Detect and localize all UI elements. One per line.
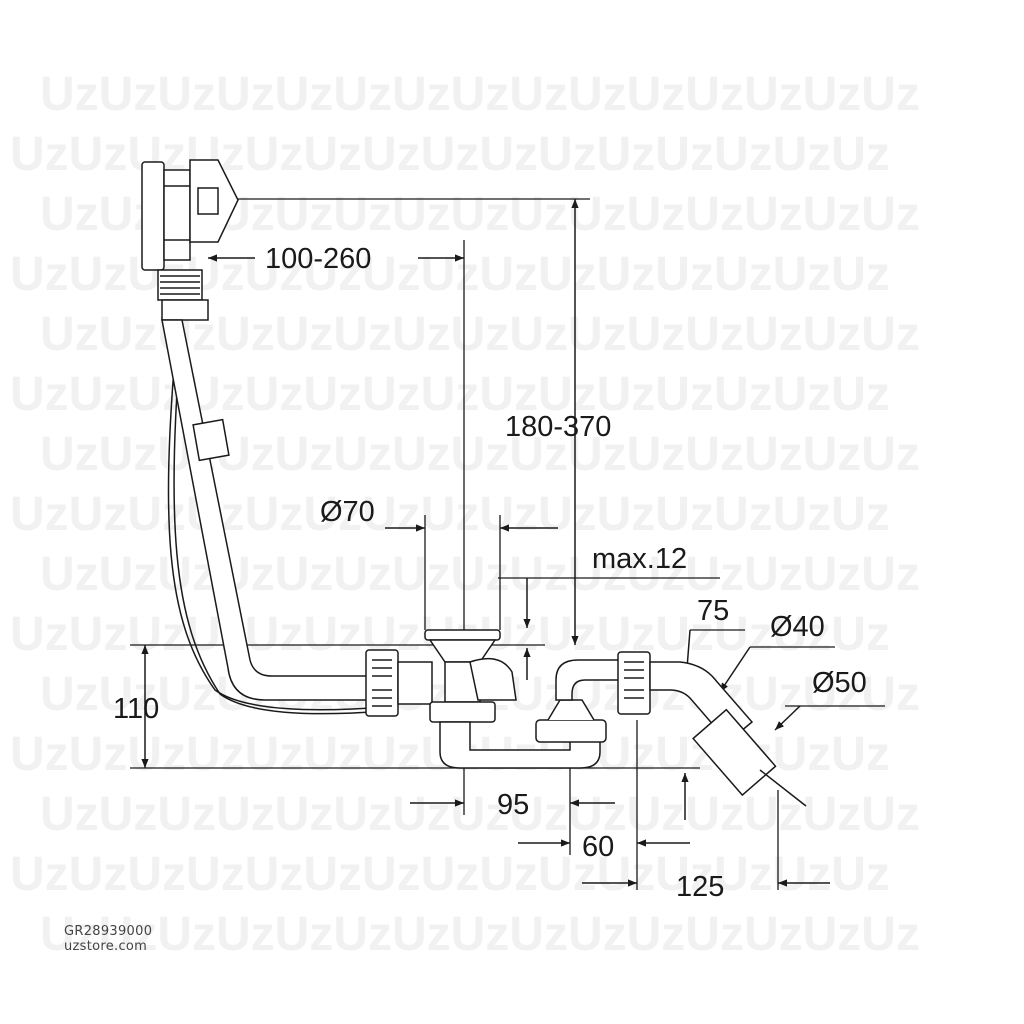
outlet-sleeve bbox=[692, 708, 777, 797]
label-angle-length: 75 bbox=[697, 595, 729, 627]
trap-nut bbox=[535, 719, 607, 743]
watermark-row: UzUzUzUzUzUzUzUzUzUzUzUzUzUzUz bbox=[10, 368, 890, 421]
pipe-collar bbox=[192, 418, 230, 462]
arrow-outer-diameter bbox=[774, 705, 801, 731]
watermark: UzUzUzUzUzUzUzUzUzUzUzUzUzUzUz UzUzUzUzU… bbox=[10, 68, 920, 961]
website-link[interactable]: uzstore.com bbox=[64, 939, 148, 954]
watermark-row: UzUzUzUzUzUzUzUzUzUzUzUzUzUzUz bbox=[40, 68, 920, 121]
dimension-arrows bbox=[141, 199, 830, 887]
watermark-row: UzUzUzUzUzUzUzUzUzUzUzUzUzUzUz bbox=[40, 908, 920, 961]
watermark-row: UzUzUzUzUzUzUzUzUzUzUzUzUzUzUz bbox=[40, 428, 920, 481]
watermark-row: UzUzUzUzUzUzUzUzUzUzUzUzUzUzUz bbox=[10, 848, 890, 901]
label-overflow-diameter: Ø70 bbox=[320, 496, 375, 528]
label-offset-c: 125 bbox=[676, 871, 724, 903]
label-outer-diameter: Ø50 bbox=[812, 667, 867, 699]
label-max-thickness: max.12 bbox=[592, 543, 687, 575]
label-vertical-range: 180-370 bbox=[505, 411, 611, 443]
bath-waste-fixture bbox=[141, 159, 807, 807]
overflow-body bbox=[163, 169, 191, 261]
overflow-plate bbox=[141, 161, 165, 271]
label-horizontal-range: 100-260 bbox=[265, 243, 371, 275]
arrow-inner-diameter bbox=[719, 646, 751, 693]
reference-lines bbox=[130, 198, 885, 890]
label-offset-b: 60 bbox=[582, 831, 614, 863]
valve-nut bbox=[429, 701, 496, 723]
label-height: 110 bbox=[113, 693, 159, 725]
watermark-row: UzUzUzUzUzUzUzUzUzUzUzUzUzUzUz bbox=[10, 488, 890, 541]
threaded-connector bbox=[157, 269, 203, 301]
watermark-row: UzUzUzUzUzUzUzUzUzUzUzUzUzUzUz bbox=[40, 788, 920, 841]
control-cable bbox=[167, 319, 386, 711]
drain-flange bbox=[424, 629, 501, 641]
label-inner-diameter: Ø40 bbox=[770, 611, 825, 643]
watermark-row: UzUzUzUzUzUzUzUzUzUzUzUzUzUzUz bbox=[40, 548, 920, 601]
product-code: GR28939000 bbox=[64, 924, 153, 939]
dimension-labels: 100-260 180-370 Ø70 max.12 110 75 Ø40 Ø5… bbox=[113, 243, 867, 903]
label-offset-a: 95 bbox=[497, 789, 529, 821]
